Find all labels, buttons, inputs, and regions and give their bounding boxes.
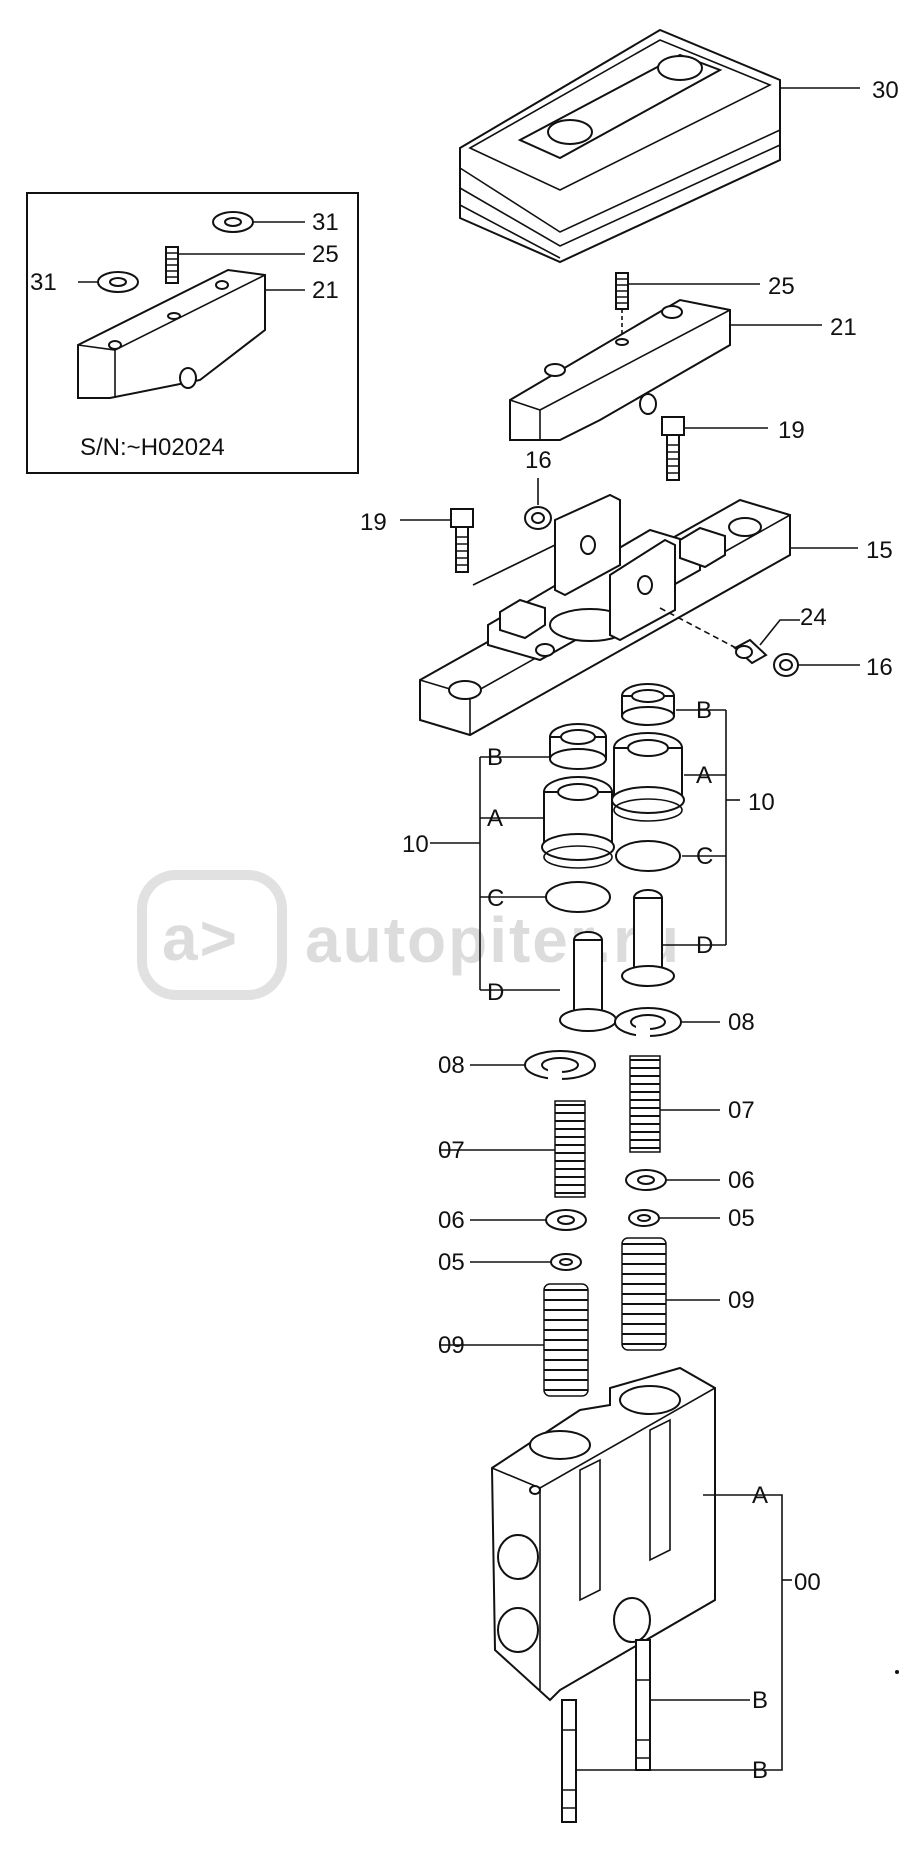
spring-07-right: 07 <box>629 1055 755 1153</box>
callout-B-right: B <box>696 697 712 724</box>
callout-D-right: D <box>696 932 713 959</box>
bracket-21: 21 <box>509 298 857 441</box>
set-screw-25: 25 <box>615 272 795 340</box>
callout-21-main: 21 <box>830 314 857 341</box>
callout-15: 15 <box>866 537 893 564</box>
spring-09-right: 09 <box>621 1237 755 1351</box>
bolt-19-right: 19 <box>661 416 805 481</box>
callout-A-body: A <box>752 1482 768 1509</box>
washer-05-left: 05 <box>438 1249 582 1276</box>
bolt-19-left: 19 <box>360 508 474 573</box>
bushing-16-upper: 16 <box>524 447 552 530</box>
callout-05-left: 05 <box>438 1249 465 1276</box>
callout-10-left: 10 <box>402 831 429 858</box>
callout-08-left: 08 <box>438 1052 465 1079</box>
washer-06-right: 06 <box>625 1167 755 1194</box>
pusher-assembly-right: B A C D 10 <box>611 683 775 987</box>
callout-21-inset: 21 <box>312 277 339 304</box>
callout-06-right: 06 <box>728 1167 755 1194</box>
callout-25-inset: 25 <box>312 241 339 268</box>
callout-00: 00 <box>794 1569 821 1596</box>
spool-B-right <box>635 1639 651 1771</box>
callout-08-right: 08 <box>728 1009 755 1036</box>
callout-09-right: 09 <box>728 1287 755 1314</box>
callout-05-right: 05 <box>728 1205 755 1232</box>
bushing-16-right: 16 <box>773 653 893 681</box>
callout-C-left: C <box>487 885 504 912</box>
callout-A-left: A <box>487 805 503 832</box>
callout-D-left: D <box>487 979 504 1006</box>
boot-cover-30: 30 <box>459 28 899 264</box>
callout-31-top: 31 <box>312 209 339 236</box>
callout-10-right: 10 <box>748 789 775 816</box>
spool-B-left <box>561 1699 577 1823</box>
spring-07-left: 07 <box>438 1100 586 1198</box>
washer-06-left: 06 <box>438 1207 587 1234</box>
callout-C-right: C <box>696 843 713 870</box>
watermark: a> autopiter.ru <box>137 870 681 1000</box>
callout-30: 30 <box>872 77 899 104</box>
callout-07-left: 07 <box>438 1137 465 1164</box>
callout-09-left: 09 <box>438 1332 465 1359</box>
callout-16-right: 16 <box>866 654 893 681</box>
callout-19-right: 19 <box>778 417 805 444</box>
plate-15: 15 <box>419 493 893 737</box>
callout-B-body-lower: B <box>752 1757 768 1784</box>
inset-frame <box>26 192 359 474</box>
dot-mark <box>895 1670 899 1674</box>
pusher-assembly-left: B A C D 10 <box>402 723 617 1032</box>
valve-body-00: A 00 B B <box>490 1366 821 1823</box>
washer-05-right: 05 <box>628 1205 755 1232</box>
callout-19-left: 19 <box>360 509 387 536</box>
callout-31-left: 31 <box>30 269 57 296</box>
callout-24: 24 <box>800 604 827 631</box>
callout-16-upper: 16 <box>525 447 552 474</box>
watermark-text: autopiter.ru <box>305 904 681 976</box>
spring-09-left: 09 <box>438 1283 589 1397</box>
inset-box: 31 25 31 21 S/N:~H02024 <box>26 192 359 474</box>
bracket-21-inset <box>77 268 266 399</box>
callout-A-right: A <box>696 762 712 789</box>
callout-B-left: B <box>487 744 503 771</box>
inset-serial-caption: S/N:~H02024 <box>80 434 225 461</box>
callout-07-right: 07 <box>728 1097 755 1124</box>
callout-B-body-upper: B <box>752 1687 768 1714</box>
pin-24: 24 <box>659 604 827 665</box>
c-clip-08-right: 08 <box>614 1007 755 1037</box>
watermark-logo-glyph: a> <box>162 902 239 974</box>
callout-06-left: 06 <box>438 1207 465 1234</box>
watermark-logo-frame <box>137 870 287 1000</box>
callout-25-main: 25 <box>768 273 795 300</box>
c-clip-08-left: 08 <box>438 1050 596 1080</box>
